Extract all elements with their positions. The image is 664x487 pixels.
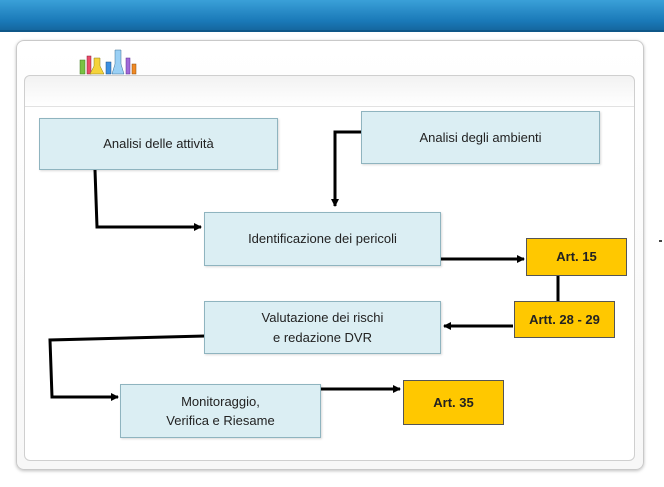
node-monitoraggio-label: Monitoraggio, Verifica e Riesame	[166, 393, 275, 429]
connector-valutazione-to-monitoraggio	[48, 334, 206, 401]
article-art28-29-label: Artt. 28 - 29	[529, 311, 600, 327]
laboratory-glassware-icon	[79, 49, 137, 75]
node-monitoraggio: Monitoraggio, Verifica e Riesame	[120, 384, 321, 438]
node-identificazione-label: Identificazione dei pericoli	[248, 231, 397, 247]
edge-mark	[659, 240, 662, 242]
node-analisi-attivita: Analisi delle attività	[39, 118, 278, 170]
article-art35-label: Art. 35	[433, 394, 474, 410]
connector-ambienti-to-identificazione	[331, 130, 361, 207]
header-bar	[0, 0, 664, 32]
node-analisi-attivita-label: Analisi delle attività	[103, 136, 214, 152]
article-art28-29: Artt. 28 - 29	[514, 301, 615, 338]
node-analisi-ambienti: Analisi degli ambienti	[361, 111, 600, 164]
connector-attivita-to-identificazione	[93, 169, 202, 231]
article-art35: Art. 35	[403, 380, 504, 425]
node-valutazione-rischi: Valutazione dei rischi e redazione DVR	[204, 301, 441, 354]
article-art15-label: Art. 15	[556, 249, 597, 265]
node-analisi-ambienti-label: Analisi degli ambienti	[419, 129, 542, 145]
node-identificazione-pericoli: Identificazione dei pericoli	[204, 212, 441, 266]
node-valutazione-label: Valutazione dei rischi e redazione DVR	[261, 310, 384, 345]
article-art15: Art. 15	[526, 238, 627, 276]
